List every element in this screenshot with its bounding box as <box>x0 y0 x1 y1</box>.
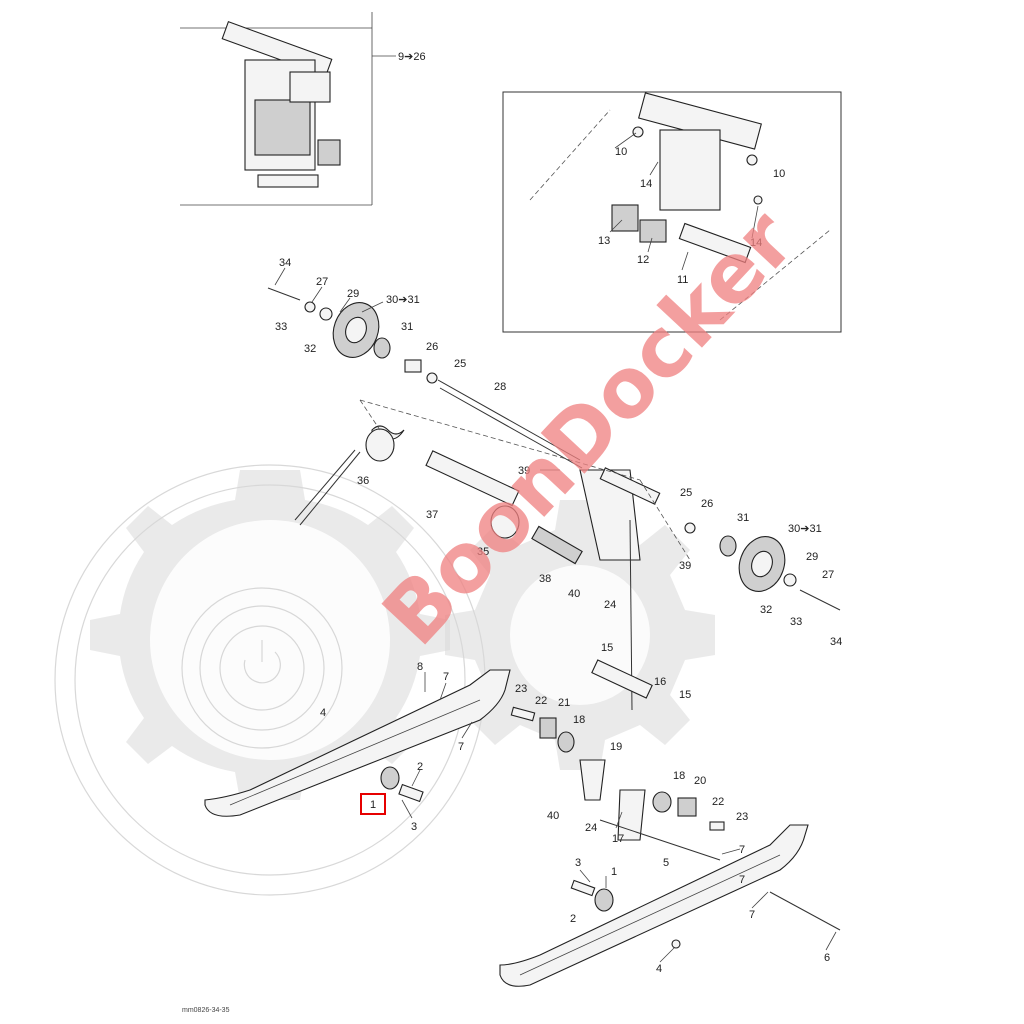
callout: 28 <box>494 381 506 393</box>
callout: 10 <box>615 146 627 158</box>
idler-wheel-upper <box>267 287 583 469</box>
callout: 34 <box>830 636 842 648</box>
callout: 16 <box>654 676 666 688</box>
callout: 22 <box>535 695 547 707</box>
callout: 7 <box>749 909 755 921</box>
callout: 24 <box>585 822 597 834</box>
callout: 32 <box>304 343 316 355</box>
callout: 27 <box>822 569 834 581</box>
callout: 9➔26 <box>398 51 426 63</box>
callout: 2 <box>570 913 576 925</box>
callout: 17 <box>612 833 624 845</box>
callout: 26 <box>701 498 713 510</box>
callout: 22 <box>712 796 724 808</box>
callout: 7 <box>739 874 745 886</box>
callout: 12 <box>637 254 649 266</box>
callout: 13 <box>598 235 610 247</box>
callout: 30➔31 <box>386 294 420 306</box>
callout: 23 <box>736 811 748 823</box>
callout: 14 <box>640 178 652 190</box>
callout: 33 <box>275 321 287 333</box>
highlight-box <box>360 793 386 815</box>
callout: 29 <box>806 551 818 563</box>
callout: 26 <box>426 341 438 353</box>
callout: 40 <box>568 588 580 600</box>
callout: 25 <box>680 487 692 499</box>
inset-rear-arm <box>180 12 396 206</box>
callout: 19 <box>610 741 622 753</box>
callout: 40 <box>547 810 559 822</box>
callout-highlighted: 1 <box>370 799 376 811</box>
callout: 30➔31 <box>788 523 822 535</box>
callout: 21 <box>558 697 570 709</box>
callout: 15 <box>679 689 691 701</box>
callout: 29 <box>347 288 359 300</box>
callout: 3 <box>575 857 581 869</box>
callout: 5 <box>663 857 669 869</box>
callout: 10 <box>773 168 785 180</box>
callout: 39 <box>679 560 691 572</box>
rear-axle-spring-assembly <box>294 399 841 711</box>
callout: 36 <box>357 475 369 487</box>
callout: 6 <box>824 952 830 964</box>
callout: 11 <box>677 274 688 286</box>
callout: 1 <box>611 866 617 878</box>
callout: 25 <box>454 358 466 370</box>
callout: 7 <box>739 844 745 856</box>
callout: 8 <box>417 661 423 673</box>
callout: 7 <box>458 741 464 753</box>
callout: 18 <box>673 770 685 782</box>
callout-labels: 9➔26 10 14 10 13 12 14 11 34 27 29 30➔31… <box>275 51 842 975</box>
callout: 3 <box>411 821 417 833</box>
right-slide-rail <box>499 789 841 987</box>
left-slide-rail <box>204 659 653 817</box>
callout: 23 <box>515 683 527 695</box>
callout: 37 <box>426 509 438 521</box>
callout: 27 <box>316 276 328 288</box>
callout: 15 <box>601 642 613 654</box>
callout: 38 <box>539 573 551 585</box>
inset-front-arm <box>502 91 842 333</box>
callout: 35 <box>477 546 489 558</box>
background-gear-logo <box>54 464 715 896</box>
callout: 24 <box>604 599 616 611</box>
callout: 39 <box>518 465 530 477</box>
callout: 33 <box>790 616 802 628</box>
callout: 7 <box>443 671 449 683</box>
callout: 34 <box>279 257 291 269</box>
callout: 31 <box>401 321 413 333</box>
figure-code: mm0826-34-35 <box>182 1007 230 1014</box>
leader-lines <box>274 132 837 963</box>
callout: 20 <box>694 775 706 787</box>
callout: 4 <box>656 963 662 975</box>
callout: 31 <box>737 512 749 524</box>
callout: 2 <box>417 761 423 773</box>
callout: 14 <box>750 237 762 249</box>
callout: 4 <box>320 707 326 719</box>
callout: 32 <box>760 604 772 616</box>
callout: 18 <box>573 714 585 726</box>
